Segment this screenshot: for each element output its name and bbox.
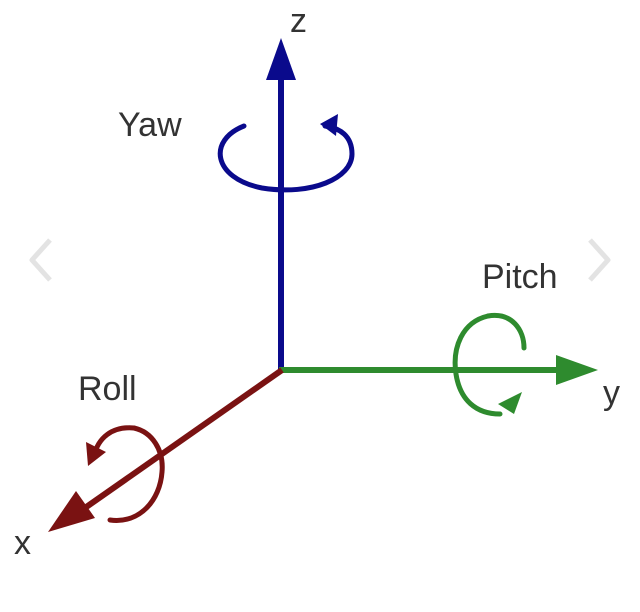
roll-rotation-arrow — [86, 425, 165, 523]
chevron-right-icon[interactable] — [588, 238, 611, 282]
roll-label: Roll — [78, 370, 137, 408]
z-axis — [266, 38, 296, 370]
chevron-left-icon[interactable] — [29, 238, 52, 282]
z-axis-arrowhead — [266, 38, 296, 80]
y-axis — [279, 355, 598, 385]
x-axis-arrowhead — [48, 491, 95, 532]
pitch-rotation-arrow — [452, 312, 527, 417]
pitch-label: Pitch — [482, 258, 558, 296]
y-axis-label: y — [603, 374, 620, 412]
x-axis — [48, 367, 284, 532]
x-axis-label: x — [14, 524, 31, 562]
z-axis-label: z — [290, 2, 307, 40]
yaw-rotation-arrow — [217, 114, 355, 193]
yaw-label: Yaw — [118, 106, 182, 144]
y-axis-arrowhead — [556, 355, 598, 385]
x-axis-line — [80, 367, 284, 513]
